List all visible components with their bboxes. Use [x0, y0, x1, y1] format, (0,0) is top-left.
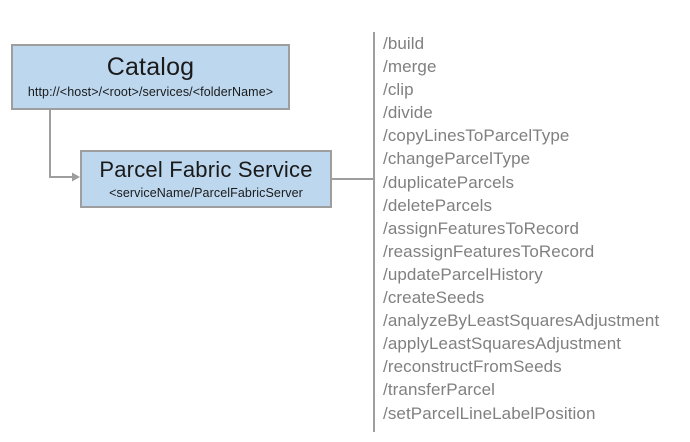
operation-item[interactable]: /merge [383, 57, 437, 77]
operation-item[interactable]: /build [383, 34, 425, 53]
operation-item[interactable]: /reassignFeaturesToRecord [383, 241, 595, 261]
operation-item[interactable]: /duplicateParcels [383, 172, 515, 192]
operation-item[interactable]: /createSeeds [383, 288, 485, 308]
arrowhead-icon [72, 172, 80, 182]
node-parcel-fabric-service[interactable]: Parcel Fabric Service <serviceName/Parce… [80, 150, 332, 208]
operation-item[interactable]: /clip [383, 80, 414, 100]
operation-item[interactable]: /analyzeByLeastSquaresAdjustment [383, 311, 660, 331]
operations-list: /build/merge/clip/divide/copyLinesToParc… [373, 32, 659, 432]
connector-catalog-to-service [49, 110, 80, 182]
operation-item[interactable]: /deleteParcels [383, 195, 493, 215]
node-catalog[interactable]: Catalog http://<host>/<root>/services/<f… [11, 44, 290, 110]
operation-item[interactable]: /applyLeastSquaresAdjustment [383, 334, 622, 354]
operation-item[interactable]: /setParcelLineLabelPosition [383, 403, 596, 423]
operation-item[interactable]: /changeParcelType [383, 149, 531, 169]
node-parcel-fabric-service-subtitle: <serviceName/ParcelFabricServer [109, 186, 303, 200]
operation-item[interactable]: /transferParcel [383, 380, 496, 400]
operation-item[interactable]: /copyLinesToParcelType [383, 126, 570, 146]
operation-item[interactable]: /assignFeaturesToRecord [383, 218, 580, 238]
node-catalog-title: Catalog [106, 53, 195, 81]
operation-item[interactable]: /reconstructFromSeeds [383, 357, 562, 377]
node-catalog-subtitle: http://<host>/<root>/services/<folderNam… [27, 85, 274, 99]
operation-item[interactable]: /divide [383, 103, 433, 123]
operation-item[interactable]: /updateParcelHistory [383, 264, 543, 284]
node-parcel-fabric-service-title: Parcel Fabric Service [99, 157, 313, 182]
